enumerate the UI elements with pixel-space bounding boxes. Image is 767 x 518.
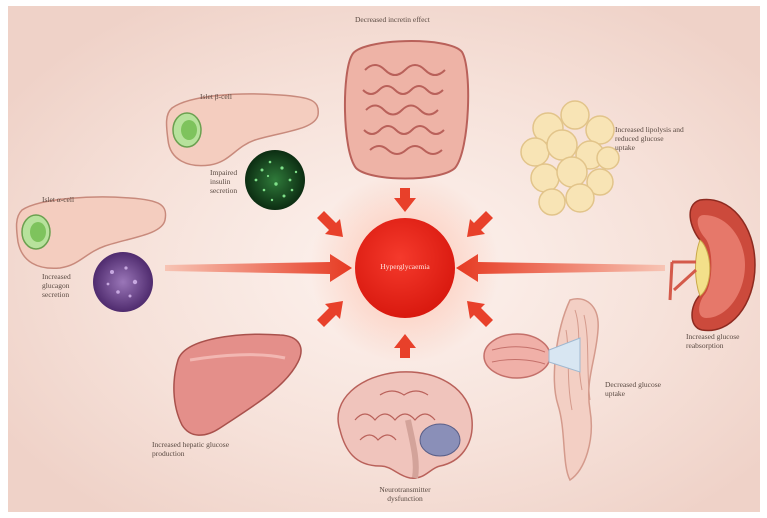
glucose-reabsorption-label: Increased glucose reabsorption [686,332,746,350]
incretin-effect-label: Decreased incretin effect [355,15,465,24]
glucagon-secretion-label: Increased glucagon secretion [42,272,90,299]
hepatic-glucose-label: Increased hepatic glucose production [152,440,262,458]
neurotransmitter-label: Neurotransmitter dysfunction [375,485,435,503]
beta-cell-label: Islet β-cell [200,92,260,101]
lipolysis-label: Increased lipolysis and reduced glucose … [615,125,685,152]
intestine-illustration [345,41,468,178]
insulin-cell-micrograph [245,150,305,210]
glucagon-cell-micrograph [93,252,153,312]
insulin-secretion-label: Impaired insulin secretion [210,168,252,195]
hyperglycaemia-label: Hyperglycaemia [360,262,450,271]
glucose-uptake-label: Decreased glucose uptake [605,380,667,398]
alpha-cell-label: Islet α-cell [42,195,102,204]
